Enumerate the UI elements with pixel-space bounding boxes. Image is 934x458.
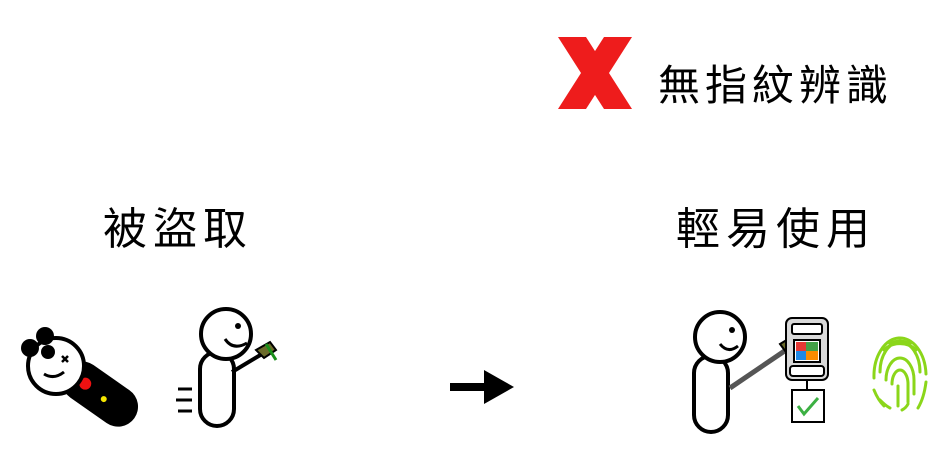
arrow-icon: [450, 370, 514, 404]
stolen-label: 被盜取: [103, 204, 253, 255]
check-icon: [796, 397, 820, 417]
owner-figure: [21, 327, 139, 427]
user-figure: [692, 310, 798, 434]
easy-to-use-label: 輕易使用: [676, 204, 876, 255]
red-x-mark: [558, 37, 632, 109]
no-fingerprint-label: 無指紋辨識: [658, 61, 894, 110]
thief-figure: [176, 307, 278, 428]
scanner-device: [785, 317, 829, 423]
fingerprint-icon: [872, 336, 928, 412]
